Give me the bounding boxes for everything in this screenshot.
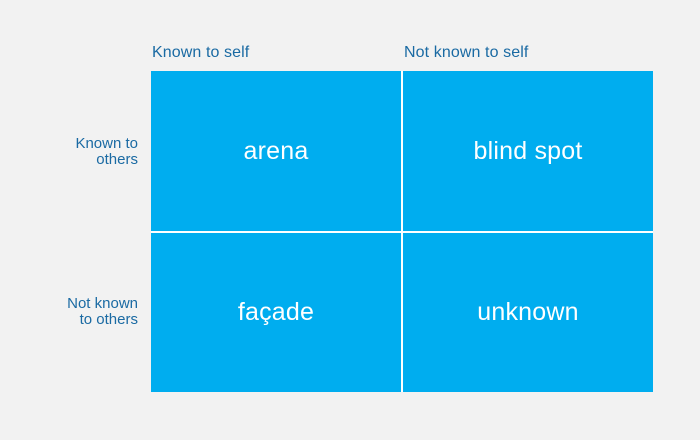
quadrant-arena: arena [151,71,401,231]
column-label-known-to-self: Known to self [152,44,250,61]
row-label-line: to others [79,311,138,328]
row-label-known-to-others: Known to others [18,136,138,168]
quadrant-unknown: unknown [403,233,653,392]
quadrant-label: blind spot [473,136,583,165]
quadrant-grid: arena blind spot façade unknown [151,71,653,392]
row-label-line: others [96,151,138,168]
row-label-line: Known to [75,135,138,152]
row-label-line: Not known [67,295,138,312]
quadrant-label: arena [243,136,309,165]
quadrant-label: unknown [477,298,579,326]
column-label-not-known-to-self: Not known to self [404,44,529,61]
quadrant-facade: façade [151,233,401,392]
row-label-not-known-to-others: Not known to others [18,296,138,328]
quadrant-blind-spot: blind spot [403,71,653,231]
quadrant-label: façade [237,298,315,326]
